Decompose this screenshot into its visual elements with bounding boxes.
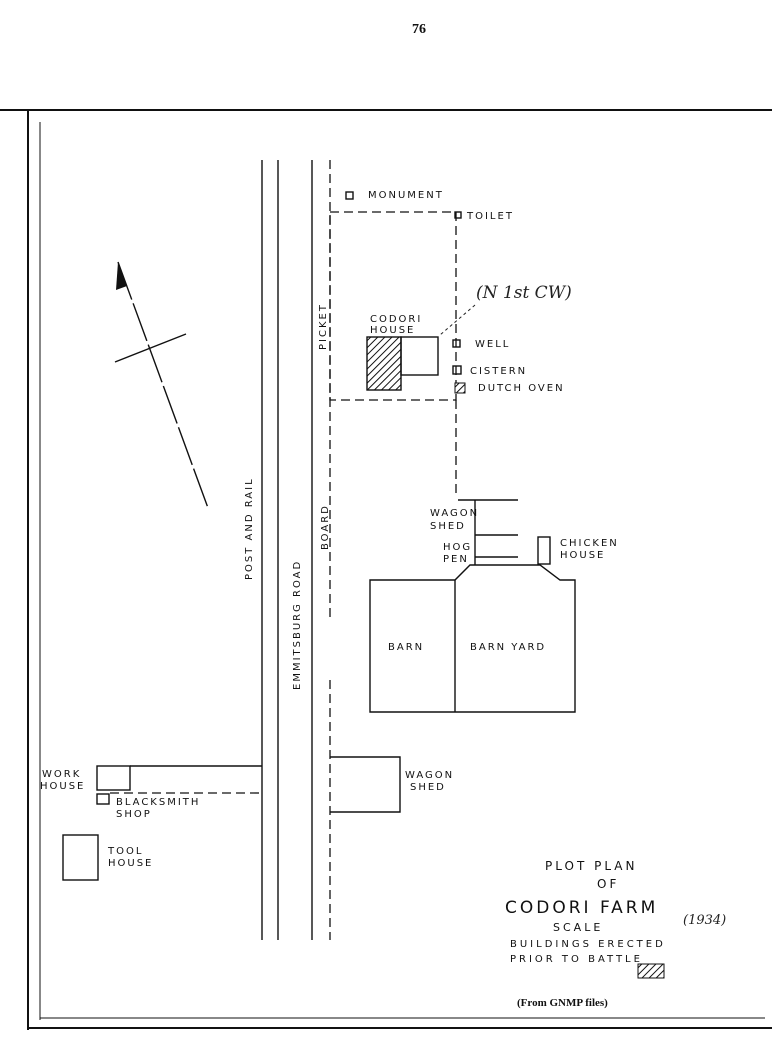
annotation-arrow xyxy=(439,304,476,336)
chicken-house xyxy=(537,536,551,565)
wagon-shed-lower-label-1: WAGON xyxy=(405,770,454,781)
well-label: WELL xyxy=(475,339,510,350)
barn-label: BARN xyxy=(388,642,424,653)
north-arrow-icon xyxy=(114,261,209,509)
legend-hatch-swatch xyxy=(637,963,665,979)
picket-label: PICKET xyxy=(318,303,329,350)
well-marker xyxy=(452,339,461,348)
page-number: 76 xyxy=(412,22,426,37)
codori-house-label-1: CODORI xyxy=(370,314,422,325)
codori-house-addition xyxy=(400,336,439,376)
work-house xyxy=(96,765,131,791)
tool-house xyxy=(62,834,99,881)
title-line-1: PLOT PLAN xyxy=(545,859,637,873)
wagon-shed-label-2: SHED xyxy=(430,521,466,532)
hog-pen-label-1: HOG xyxy=(443,542,472,553)
scale-note: (1934) xyxy=(683,913,726,928)
emmitsburg-road-label: EMMITSBURG ROAD xyxy=(292,560,303,690)
board-label: BOARD xyxy=(320,504,331,550)
picket-fence xyxy=(329,211,457,401)
codori-house xyxy=(366,336,402,391)
wagon-shed-lower xyxy=(330,756,401,813)
scale-label: SCALE xyxy=(553,921,603,934)
toilet-label: TOILET xyxy=(466,211,514,222)
tool-house-label-1: TOOL xyxy=(107,846,143,857)
dutch-oven-label: DUTCH OVEN xyxy=(478,383,565,394)
monument-marker xyxy=(345,191,354,200)
monument-label: MONUMENT xyxy=(368,190,444,201)
hog-pen-label-2: PEN xyxy=(443,554,469,565)
cistern-label: CISTERN xyxy=(470,366,527,377)
wagon-shed-upper xyxy=(458,499,518,565)
legend-line-1: BUILDINGS ERECTED xyxy=(510,939,666,950)
codori-house-label-2: HOUSE xyxy=(370,325,415,336)
work-house-label-1: WORK xyxy=(42,769,81,780)
handwritten-annotation: (N 1st CW) xyxy=(476,283,572,303)
source-note: (From GNMP files) xyxy=(517,997,608,1009)
blacksmith-label-1: BLACKSMITH xyxy=(116,797,200,808)
chicken-house-label-1: CHICKEN xyxy=(560,538,619,549)
cistern-marker xyxy=(452,365,462,375)
title-line-3: CODORI FARM xyxy=(505,898,658,918)
wagon-shed-label-1: WAGON xyxy=(430,508,479,519)
wagon-shed-lower-label-2: SHED xyxy=(410,782,446,793)
post-and-rail-label: POST AND RAIL xyxy=(244,477,255,580)
blacksmith-shop xyxy=(96,793,110,805)
barn-enclosure xyxy=(369,564,576,713)
title-line-2: OF xyxy=(597,877,619,891)
barn-yard-label: BARN YARD xyxy=(470,642,546,653)
chicken-house-label-2: HOUSE xyxy=(560,550,605,561)
tool-house-label-2: HOUSE xyxy=(108,858,153,869)
blacksmith-label-2: SHOP xyxy=(116,809,152,820)
toilet-marker xyxy=(454,211,462,219)
work-house-label-2: HOUSE xyxy=(40,781,85,792)
legend-line-2: PRIOR TO BATTLE xyxy=(510,954,643,965)
dutch-oven-marker xyxy=(454,382,466,394)
